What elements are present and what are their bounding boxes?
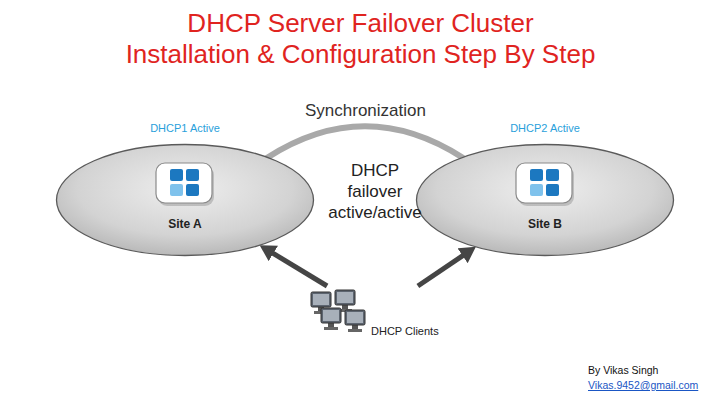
sync-arc <box>268 126 463 157</box>
author-credit: By Vikas Singh <box>588 364 658 377</box>
failover-mode-label: DHCP failover active/active <box>322 160 428 223</box>
request-arrow <box>418 252 468 286</box>
site-ellipse: DHCP1 ActiveSite A <box>55 143 315 257</box>
site-name: Site A <box>55 217 315 231</box>
server-icon <box>156 163 214 206</box>
site-disk <box>55 143 315 257</box>
server-status: DHCP2 Active <box>415 122 675 135</box>
client-label: DHCP Clients <box>371 325 439 338</box>
client-group: DHCP Clients <box>305 286 445 344</box>
site-ellipse: DHCP2 ActiveSite B <box>415 143 675 257</box>
author-email: Vikas.9452@gmail.com <box>588 379 698 392</box>
title-text: DHCP Server Failover Cluster Installatio… <box>125 8 596 70</box>
client-computers-icon <box>311 290 365 332</box>
request-arrow <box>268 250 327 286</box>
site-name: Site B <box>415 217 675 231</box>
server-status: DHCP1 Active <box>55 122 315 135</box>
edge-label: Synchronization <box>302 101 429 121</box>
server-icon <box>516 163 574 206</box>
site-disk <box>415 143 675 257</box>
